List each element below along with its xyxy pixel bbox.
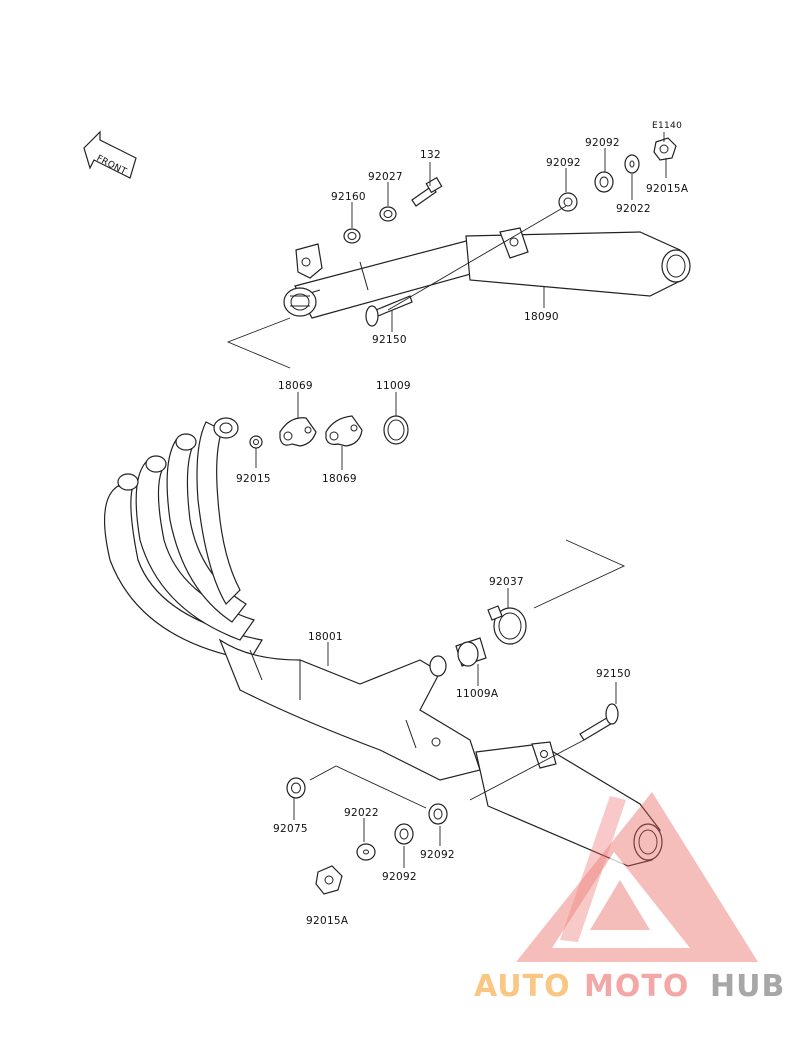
leader-lines: [226, 132, 667, 868]
callout-e1140: E1140: [652, 121, 682, 131]
watermark-triangle-logo: [516, 792, 758, 962]
callout-92027: 92027: [368, 171, 403, 183]
callout-labels: E1140 92092 92092 92022 92015A 132 92027…: [236, 121, 689, 927]
nut-92015: [249, 435, 263, 449]
collar-92092-mid: [558, 192, 578, 212]
callout-92092-mid: 92092: [546, 157, 581, 169]
joint-parts-middle: [249, 415, 409, 449]
callout-18069-a: 18069: [278, 380, 313, 392]
hardware-upper: [343, 137, 677, 327]
gasket-11009: [383, 415, 409, 445]
callout-92015: 92015: [236, 473, 271, 485]
callout-92022-top: 92022: [616, 203, 651, 215]
callout-18001: 18001: [308, 631, 343, 643]
callout-132: 132: [420, 149, 441, 161]
nut-92015A-bottom: [315, 865, 343, 895]
watermark-text-hub: HUB: [710, 969, 785, 1004]
header-pipe-assembly: [103, 417, 663, 867]
callout-92150-bottom: 92150: [596, 668, 631, 680]
callout-92092-bottom-a: 92092: [382, 871, 417, 883]
hardware-lower: [286, 605, 619, 895]
front-direction-arrow: FRONT: [83, 130, 137, 179]
callout-92150-top: 92150: [372, 334, 407, 346]
nut-92027: [379, 206, 397, 222]
automotohub-watermark: AUTO MOTO HUB: [474, 792, 785, 1004]
watermark-text-moto: MOTO: [584, 969, 689, 1004]
callout-92037: 92037: [489, 576, 524, 588]
callout-92022-bottom: 92022: [344, 807, 379, 819]
callout-18069-b: 18069: [322, 473, 357, 485]
flange-18069-b: [325, 415, 363, 447]
bolt-132: [411, 176, 443, 207]
collar-92092-bottom-b: [428, 803, 448, 825]
washer-92022-top: [624, 154, 640, 174]
callout-92160: 92160: [331, 191, 366, 203]
bolt-92150-bottom: [579, 703, 619, 741]
clamp-92037: [487, 605, 527, 645]
callout-18090: 18090: [524, 311, 559, 323]
washer-92022-bottom: [356, 843, 376, 861]
grommet-92160: [343, 228, 361, 244]
grommet-92075: [286, 777, 306, 799]
collar-92092-bottom-a: [394, 823, 414, 845]
nut-92015A-top: [653, 137, 677, 161]
callout-92092-bottom-b: 92092: [420, 849, 455, 861]
callout-92015A-top: 92015A: [646, 183, 689, 195]
callout-92092-top: 92092: [585, 137, 620, 149]
callout-92015A-bottom: 92015A: [306, 915, 349, 927]
flange-18069-a: [279, 417, 317, 447]
watermark-text-auto: AUTO: [474, 969, 571, 1004]
collar-92092-top: [594, 171, 614, 193]
muffler-assembly-upper: [283, 227, 691, 319]
callout-11009A: 11009A: [456, 688, 499, 700]
callout-92075: 92075: [273, 823, 308, 835]
callout-11009: 11009: [376, 380, 411, 392]
gasket-11009A: [455, 637, 487, 667]
